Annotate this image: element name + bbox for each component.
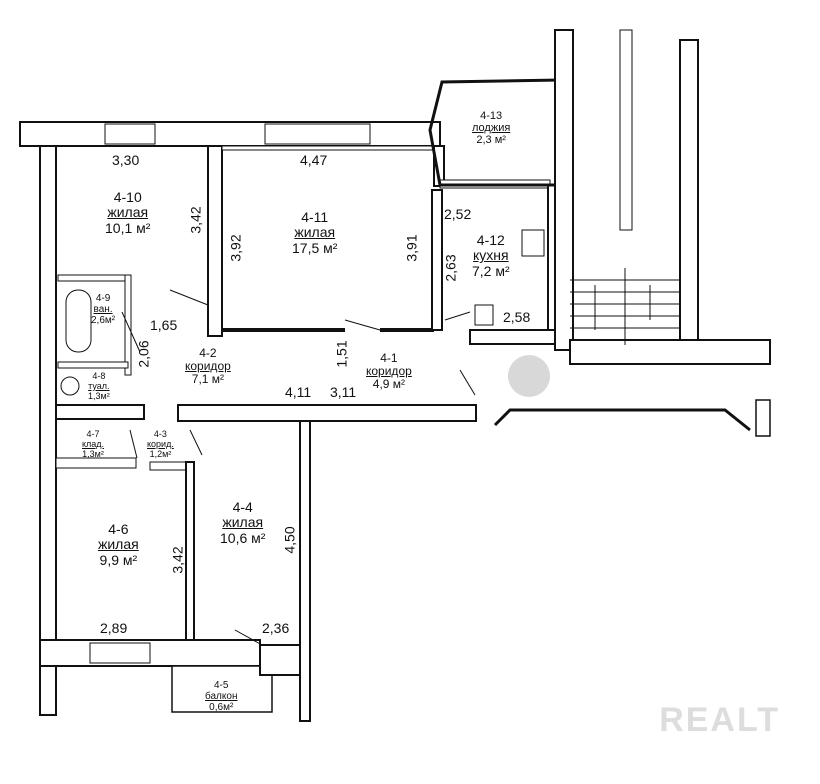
balcony — [171, 665, 273, 713]
wall-left — [39, 124, 57, 716]
decorative-dot — [508, 355, 550, 397]
dim-corridor-width: 1,51 — [333, 340, 350, 368]
wall-4-right — [299, 420, 311, 722]
dim-4-11-depth-right: 3,91 — [403, 234, 420, 262]
bathtub — [65, 289, 92, 353]
stairs — [570, 268, 680, 345]
dim-corridor-4-2: 4,11 — [285, 384, 312, 400]
dim-corridor-4-1: 3,11 — [330, 384, 357, 400]
dim-kitchen-depth: 2,63 — [442, 254, 459, 282]
dim-4-10-depth: 3,42 — [187, 206, 204, 234]
dim-4-4-width: 2,36 — [262, 620, 290, 636]
wall-top — [19, 121, 441, 147]
dim-4-6-depth: 3,42 — [169, 546, 186, 574]
sink — [474, 304, 494, 326]
wall-corridor-bottom — [177, 404, 477, 422]
dim-bath-width: 1,65 — [150, 317, 178, 333]
dim-bath-corridor: 2,06 — [135, 340, 152, 368]
dim-4-10-width: 3,30 — [112, 152, 140, 168]
dim-kitchen-bottom: 2,58 — [503, 309, 531, 325]
dim-4-6-width: 2,89 — [100, 620, 128, 636]
dim-4-11-width: 4,47 — [300, 152, 328, 168]
toilet — [60, 376, 80, 396]
dim-kitchen-top: 2,52 — [444, 206, 472, 222]
dim-4-4-depth: 4,50 — [281, 526, 298, 554]
wall-6-4 — [185, 461, 195, 643]
stove — [521, 229, 545, 257]
door-swings — [121, 289, 476, 646]
wall-11-12 — [431, 189, 443, 331]
dim-4-11-depth-left: 3,92 — [227, 234, 244, 262]
wall-10-11 — [207, 145, 223, 337]
watermark-logo: REALT — [659, 701, 780, 739]
